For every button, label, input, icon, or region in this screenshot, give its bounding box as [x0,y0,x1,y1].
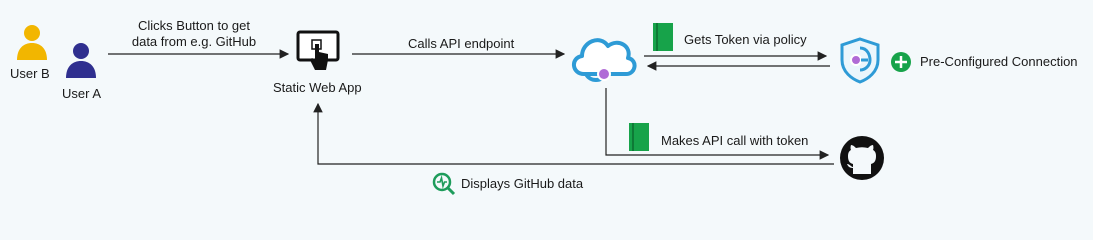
static-web-app-label: Static Web App [273,80,362,95]
touch-screen-icon [296,30,340,70]
makes-api-call-label: Makes API call with token [661,133,809,148]
gets-token-document-icon [653,23,673,51]
gets-token-label: Gets Token via policy [684,32,807,47]
user-a-label: User A [62,86,102,101]
plus-icon [891,52,911,72]
cloud-api-icon [572,38,637,82]
displays-data-label: Displays GitHub data [461,176,584,191]
clicks-button-label-line1: Clicks Button to get [138,18,250,33]
connector-lines [108,49,834,165]
user-b-label: User B [10,66,50,81]
clicks-button-label: Clicks Button to get data from e.g. GitH… [124,18,264,50]
calls-api-label: Calls API endpoint [408,36,515,51]
monitor-search-icon [432,172,456,196]
github-icon [840,136,884,180]
preconfigured-connection-label: Pre-Configured Connection [920,54,1078,69]
arrow-api-to-github [605,88,830,160]
user-a-person-icon [66,43,96,78]
shield-key-icon [840,37,880,84]
makes-api-call-document-icon [629,123,649,151]
arrow-github-to-webapp [313,102,834,165]
user-b-person-icon [17,25,47,60]
clicks-button-label-line2: data from e.g. GitHub [131,34,257,49]
